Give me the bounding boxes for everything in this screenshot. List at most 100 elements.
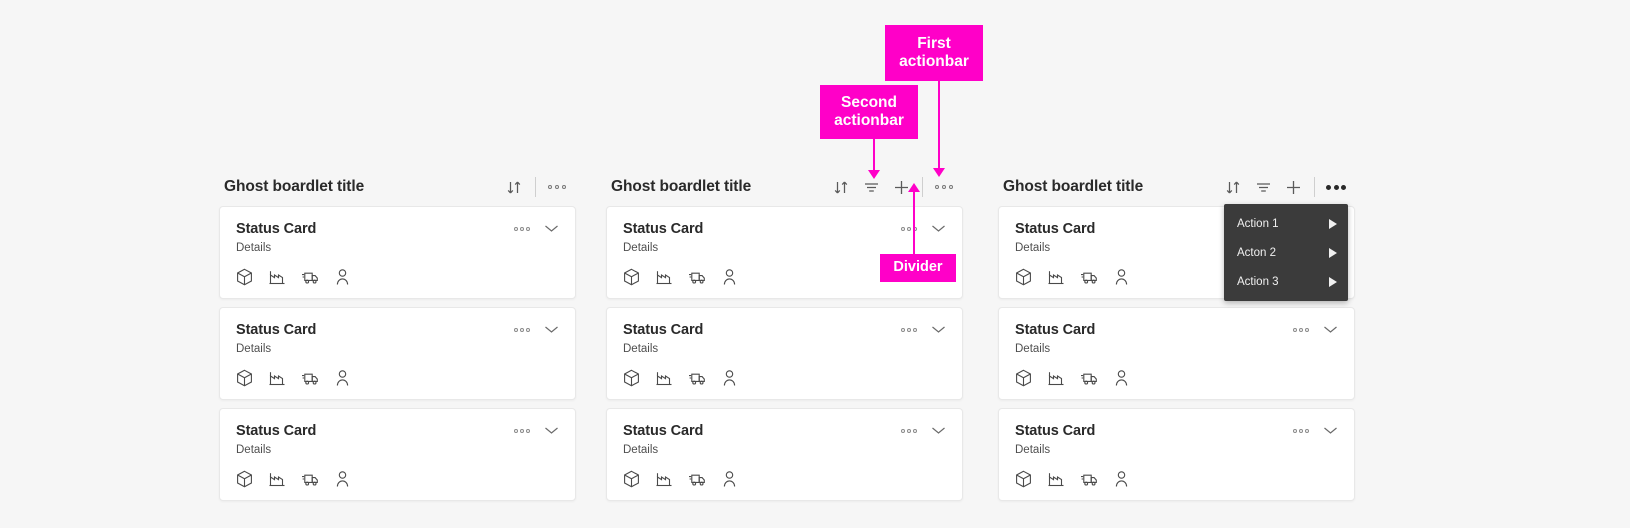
chevron-down-icon[interactable]: [931, 325, 946, 334]
card-title: Status Card: [623, 221, 704, 237]
card-header: Status Card Details: [236, 221, 559, 255]
overflow-dropdown-menu[interactable]: Action 1 Acton 2 Action 3: [1224, 204, 1348, 301]
card-icon-row: [236, 369, 559, 387]
truck-icon[interactable]: [688, 268, 707, 286]
package-icon[interactable]: [623, 470, 640, 488]
person-icon[interactable]: [722, 470, 737, 488]
menu-item-label: Action 3: [1237, 275, 1279, 288]
status-card[interactable]: Status Card Details: [606, 307, 963, 400]
person-icon[interactable]: [722, 369, 737, 387]
column-title: Ghost boardlet title: [224, 178, 365, 195]
package-icon[interactable]: [623, 369, 640, 387]
status-card[interactable]: Status Card Details: [998, 307, 1355, 400]
package-icon[interactable]: [236, 268, 253, 286]
chevron-down-icon[interactable]: [544, 325, 559, 334]
sort-icon[interactable]: [499, 174, 529, 200]
card-overflow-menu-icon[interactable]: [1293, 428, 1309, 433]
card-overflow-menu-icon[interactable]: [514, 226, 530, 231]
overflow-menu-icon[interactable]: [1321, 174, 1351, 200]
chevron-down-icon[interactable]: [931, 426, 946, 435]
truck-icon[interactable]: [301, 369, 320, 387]
annotation-second-actionbar: Second actionbar: [820, 85, 918, 139]
person-icon[interactable]: [1114, 268, 1129, 286]
card-tools: [901, 221, 946, 233]
card-overflow-menu-icon[interactable]: [901, 327, 917, 332]
card-overflow-menu-icon[interactable]: [514, 428, 530, 433]
card-overflow-menu-icon[interactable]: [1293, 327, 1309, 332]
status-card[interactable]: Status Card Details: [606, 206, 963, 299]
status-card[interactable]: Status Card Details: [998, 408, 1355, 501]
chevron-down-icon[interactable]: [1323, 325, 1338, 334]
factory-icon[interactable]: [1047, 369, 1065, 387]
card-tools: [514, 423, 559, 435]
add-icon[interactable]: [1278, 174, 1308, 200]
chevron-down-icon[interactable]: [931, 224, 946, 233]
card-overflow-menu-icon[interactable]: [514, 327, 530, 332]
menu-item-action-3[interactable]: Action 3: [1224, 267, 1348, 296]
truck-icon[interactable]: [1080, 369, 1099, 387]
package-icon[interactable]: [1015, 268, 1032, 286]
truck-icon[interactable]: [1080, 268, 1099, 286]
card-details: Details: [1015, 444, 1051, 456]
chevron-down-icon[interactable]: [1323, 426, 1338, 435]
package-icon[interactable]: [623, 268, 640, 286]
triangle-right-icon: [1329, 218, 1337, 229]
card-title: Status Card: [1015, 423, 1096, 439]
truck-icon[interactable]: [301, 268, 320, 286]
truck-icon[interactable]: [301, 470, 320, 488]
column-title: Ghost boardlet title: [611, 178, 752, 195]
person-icon[interactable]: [335, 268, 350, 286]
card-icon-row: [623, 470, 946, 488]
factory-icon[interactable]: [655, 369, 673, 387]
overflow-menu-icon[interactable]: [929, 174, 959, 200]
status-card[interactable]: Status Card Details: [219, 307, 576, 400]
factory-icon[interactable]: [1047, 268, 1065, 286]
truck-icon[interactable]: [688, 369, 707, 387]
truck-icon[interactable]: [1080, 470, 1099, 488]
card-details: Details: [623, 343, 659, 355]
card-details: Details: [236, 242, 272, 254]
status-card[interactable]: Status Card Details: [219, 408, 576, 501]
column-header-3: Ghost boardlet title: [998, 168, 1355, 206]
card-title: Status Card: [236, 322, 317, 338]
card-header: Status Card Details: [623, 221, 946, 255]
annotation-arrow-first-actionbar: [938, 81, 940, 171]
factory-icon[interactable]: [1047, 470, 1065, 488]
factory-icon[interactable]: [655, 470, 673, 488]
card-details: Details: [623, 242, 659, 254]
column-header-2: Ghost boardlet title: [606, 168, 963, 206]
person-icon[interactable]: [335, 470, 350, 488]
factory-icon[interactable]: [268, 470, 286, 488]
factory-icon[interactable]: [655, 268, 673, 286]
sort-icon[interactable]: [826, 174, 856, 200]
menu-item-action-1[interactable]: Action 1: [1224, 209, 1348, 238]
package-icon[interactable]: [1015, 470, 1032, 488]
status-card[interactable]: Status Card Details: [219, 206, 576, 299]
card-title: Status Card: [236, 221, 317, 237]
package-icon[interactable]: [236, 470, 253, 488]
filter-icon[interactable]: [856, 174, 886, 200]
sort-icon[interactable]: [1218, 174, 1248, 200]
menu-item-action-2[interactable]: Acton 2: [1224, 238, 1348, 267]
person-icon[interactable]: [1114, 470, 1129, 488]
person-icon[interactable]: [1114, 369, 1129, 387]
card-icon-row: [1015, 470, 1338, 488]
add-icon[interactable]: [886, 174, 916, 200]
factory-icon[interactable]: [268, 369, 286, 387]
chevron-down-icon[interactable]: [544, 224, 559, 233]
annotation-line-1: Second: [841, 93, 897, 111]
status-card[interactable]: Status Card Details: [606, 408, 963, 501]
factory-icon[interactable]: [268, 268, 286, 286]
card-overflow-menu-icon[interactable]: [901, 428, 917, 433]
triangle-right-icon: [1329, 247, 1337, 258]
overflow-menu-icon[interactable]: [542, 174, 572, 200]
annotation-line-2: actionbar: [899, 53, 969, 70]
actionbar-divider: [922, 177, 923, 197]
chevron-down-icon[interactable]: [544, 426, 559, 435]
truck-icon[interactable]: [688, 470, 707, 488]
filter-icon[interactable]: [1248, 174, 1278, 200]
package-icon[interactable]: [236, 369, 253, 387]
package-icon[interactable]: [1015, 369, 1032, 387]
person-icon[interactable]: [722, 268, 737, 286]
person-icon[interactable]: [335, 369, 350, 387]
